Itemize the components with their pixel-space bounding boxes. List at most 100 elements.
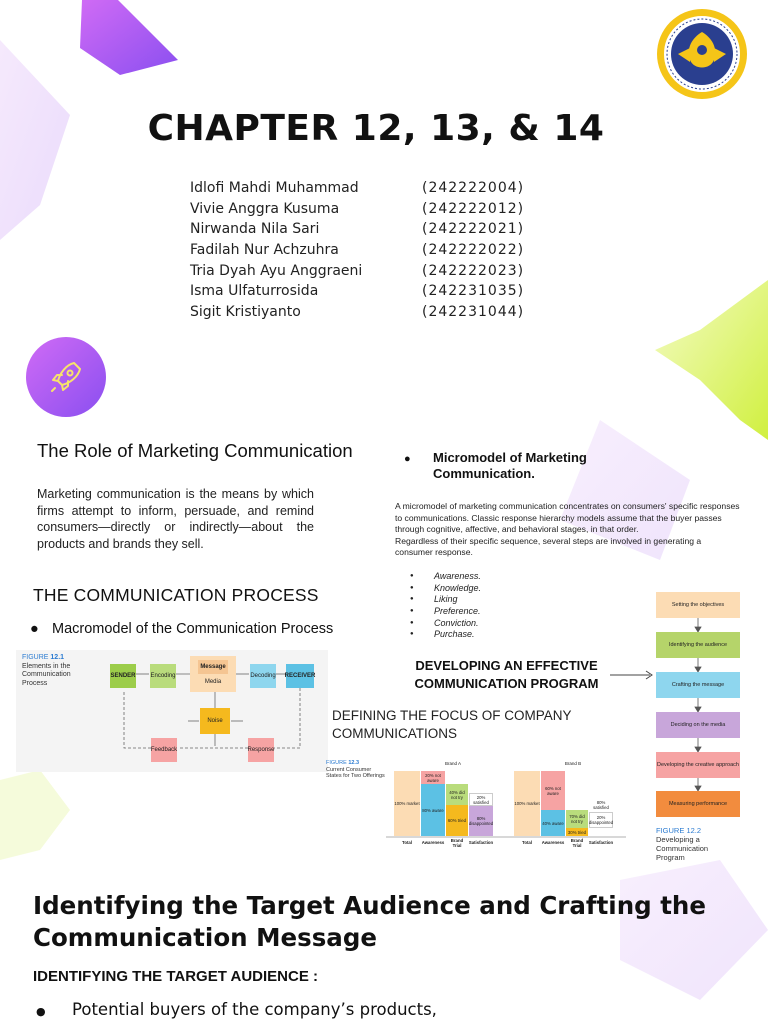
micromodel-bullet: ● Micromodel of Marketing Communication. xyxy=(404,450,633,482)
figure-caption: FIGURE 12.2 Developing a Communication P… xyxy=(656,826,736,862)
figure-caption-text: Elements in the Communication Process xyxy=(22,662,71,687)
brand-a-disappointed: 80% disappointed xyxy=(469,806,493,836)
member-id: (242222004) xyxy=(422,180,525,197)
focus-heading: DEFINING THE FOCUS OF COMPANY COMMUNICAT… xyxy=(332,708,572,741)
sender-box: SENDER xyxy=(110,664,136,688)
axis-label-trial: Brand Trial xyxy=(450,838,464,848)
figure-label: FIGURE xyxy=(326,760,347,766)
brand-a-satisfied: 20% satisfied xyxy=(469,793,493,806)
stage-item: Conviction. xyxy=(410,618,481,630)
figure-label: FIGURE xyxy=(656,826,685,835)
figure-caption-text: Current Consumer States for Two Offering… xyxy=(326,766,385,780)
bullet-icon: ● xyxy=(404,453,411,465)
figure-label: FIGURE xyxy=(22,654,49,661)
university-logo xyxy=(657,9,747,99)
member-id: (242222022) xyxy=(422,242,525,259)
stage-item: Purchase. xyxy=(410,629,481,641)
axis-label-total: Total xyxy=(522,839,532,845)
axis-line xyxy=(386,836,626,838)
process-arrows xyxy=(123,673,301,749)
member-name: Tria Dyah Ayu Anggraeni xyxy=(190,262,363,279)
developing-heading: DEVELOPING AN EFFECTIVE COMMUNICATION PR… xyxy=(414,658,599,691)
brand-b-not-aware: 60% not aware xyxy=(541,771,565,810)
brand-b-total: 100% market xyxy=(514,771,540,836)
micromodel-text: Micromodel of Marketing Communication. xyxy=(433,450,587,481)
brand-b-label: Brand B xyxy=(564,760,582,766)
micromodel-body-2: Regardless of their specific sequence, s… xyxy=(395,535,702,558)
receiver-box: RECEIVER xyxy=(285,664,315,688)
bullet-icon: ● xyxy=(30,621,39,637)
axis-label-satisfaction: Satisfaction xyxy=(588,839,614,845)
flow-step: Measuring performance xyxy=(656,791,740,817)
member-name: Sigit Kristiyanto xyxy=(190,303,301,320)
member-list: Idlofi Mahdi Muhammad(242222004) Vivie A… xyxy=(190,178,550,322)
flow-step: Setting the objectives xyxy=(656,592,740,618)
purple-ribbon-shape xyxy=(80,0,178,75)
micromodel-body-1: A micromodel of marketing communication … xyxy=(395,501,740,534)
decoding-box: Decoding xyxy=(250,664,276,688)
bullet-icon: ● xyxy=(36,1005,46,1018)
flow-step: Crafting the message xyxy=(656,672,740,698)
figure-number: 12.3 xyxy=(348,760,360,766)
member-row: Tria Dyah Ayu Anggraeni (242222023) xyxy=(190,260,550,281)
member-name: Fadilah Nur Achzuhra xyxy=(190,242,339,259)
brand-b-did-not-try: 70% did not try xyxy=(566,810,588,828)
stage-item: Awareness. xyxy=(410,571,481,583)
program-flow-arrows xyxy=(694,618,702,792)
member-row: Nirwanda Nila Sari(242222021) xyxy=(190,219,550,240)
micromodel-paragraph: A micromodel of marketing communication … xyxy=(395,501,740,559)
stage-item: Liking xyxy=(410,594,481,606)
flow-step: Identifying the audience xyxy=(656,632,740,658)
brand-b-satisfied: 80% satisfied xyxy=(589,798,613,812)
brand-a-aware: 80% aware xyxy=(421,784,445,836)
axis-label-trial: Brand Trial xyxy=(570,838,584,848)
macromodel-bullet: ● Macromodel of the Communication Process xyxy=(30,621,333,637)
role-heading: The Role of Marketing Communication xyxy=(37,440,353,461)
axis-label-total: Total xyxy=(402,839,412,845)
brand-a-label: Brand A xyxy=(444,760,461,766)
brand-a-did-not-try: 40% did not try xyxy=(446,784,468,805)
rocket-badge-bg xyxy=(26,337,106,417)
brand-b-tried: 30% tried xyxy=(566,828,588,836)
process-heading: THE COMMUNICATION PROCESS xyxy=(33,585,319,605)
figure-caption: FIGURE 12.1 Elements in the Communicatio… xyxy=(22,654,92,688)
stage-item: Preference. xyxy=(410,606,481,618)
axis-label-awareness: Awareness xyxy=(421,839,445,845)
member-row: Sigit Kristiyanto (242231044) xyxy=(190,302,550,323)
macromodel-text: Macromodel of the Communication Process xyxy=(52,621,334,637)
rocket-icon xyxy=(51,362,81,392)
arrow-right-icon xyxy=(610,670,653,680)
target-subheading: IDENTIFYING THE TARGET AUDIENCE : xyxy=(33,968,318,985)
member-name: Vivie Anggra Kusuma xyxy=(190,200,340,217)
figure-caption-text: Developing a Communication Program xyxy=(656,835,709,862)
figure-number: 12.1 xyxy=(50,654,65,661)
response-stages-list: Awareness. Knowledge. Liking Preference.… xyxy=(410,571,481,641)
lime-blob-left xyxy=(0,770,70,860)
member-name: Nirwanda Nila Sari xyxy=(190,221,320,238)
brand-a-tried: 60% tried xyxy=(446,805,468,836)
brand-a-not-aware: 20% not aware xyxy=(421,771,445,784)
axis-label-satisfaction: Satisfaction xyxy=(468,839,494,845)
figure-number: 12.2 xyxy=(686,826,702,835)
member-id: (242231044) xyxy=(422,303,525,320)
member-id: (242231035) xyxy=(422,283,525,300)
target-audience-heading: Identifying the Target Audience and Craf… xyxy=(33,891,706,952)
potential-buyers-bullet: ●Potential buyers of the company’s produ… xyxy=(36,1000,437,1019)
member-row: Idlofi Mahdi Muhammad(242222004) xyxy=(190,178,550,199)
figure-caption: FIGURE 12.3 Current Consumer States for … xyxy=(326,760,386,780)
media-label: Media xyxy=(204,679,222,685)
brand-a-total: 100% market xyxy=(394,771,420,836)
stage-item: Knowledge. xyxy=(410,583,481,595)
member-id: (242222023) xyxy=(422,262,525,279)
page-title: CHAPTER 12, 13, & 14 xyxy=(147,108,605,149)
message-box: Message xyxy=(198,660,228,674)
member-row: Vivie Anggra Kusuma(242222012) xyxy=(190,199,550,220)
encoding-box: Encoding xyxy=(150,664,176,688)
brand-b-disappointed: 20% disappointed xyxy=(589,812,613,828)
member-name: Isma Ulfaturrosida xyxy=(190,283,319,300)
flow-step: Developing the creative approach xyxy=(656,752,740,778)
media-box: Message Media xyxy=(190,656,236,692)
role-paragraph: Marketing communication is the means by … xyxy=(37,487,314,551)
response-box: Response xyxy=(247,738,275,762)
axis-label-awareness: Awareness xyxy=(541,839,565,845)
